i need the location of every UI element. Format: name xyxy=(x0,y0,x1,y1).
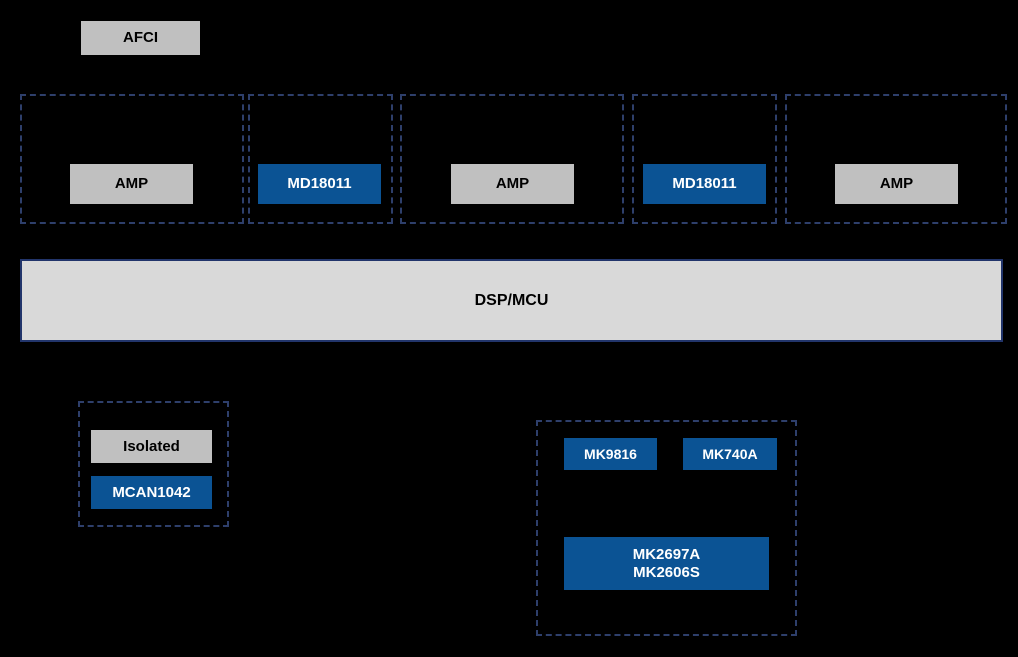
dsp-mcu-block[interactable]: DSP/MCU xyxy=(20,259,1003,342)
afci-block[interactable]: AFCI xyxy=(81,21,200,55)
mk740a-block[interactable]: MK740A xyxy=(683,438,777,470)
channel-panel-2[interactable] xyxy=(248,94,393,224)
channel-panel-5[interactable] xyxy=(785,94,1007,224)
channel-block-amp-2[interactable]: AMP xyxy=(451,164,574,204)
channel-block-amp-1[interactable]: AMP xyxy=(70,164,193,204)
power-group-panel[interactable] xyxy=(536,420,797,636)
channel-panel-3[interactable] xyxy=(400,94,624,224)
channel-panel-1[interactable] xyxy=(20,94,244,224)
channel-block-md18011-1[interactable]: MD18011 xyxy=(258,164,381,204)
mcan1042-block[interactable]: MCAN1042 xyxy=(91,476,212,509)
channel-block-amp-3[interactable]: AMP xyxy=(835,164,958,204)
mk9816-block[interactable]: MK9816 xyxy=(564,438,657,470)
isolation-block[interactable]: Isolated xyxy=(91,430,212,463)
mk2697a-mk2606s-block[interactable]: MK2697A MK2606S xyxy=(564,537,769,590)
channel-panel-4[interactable] xyxy=(632,94,777,224)
channel-block-md18011-2[interactable]: MD18011 xyxy=(643,164,766,204)
can-group-panel[interactable] xyxy=(78,401,229,527)
